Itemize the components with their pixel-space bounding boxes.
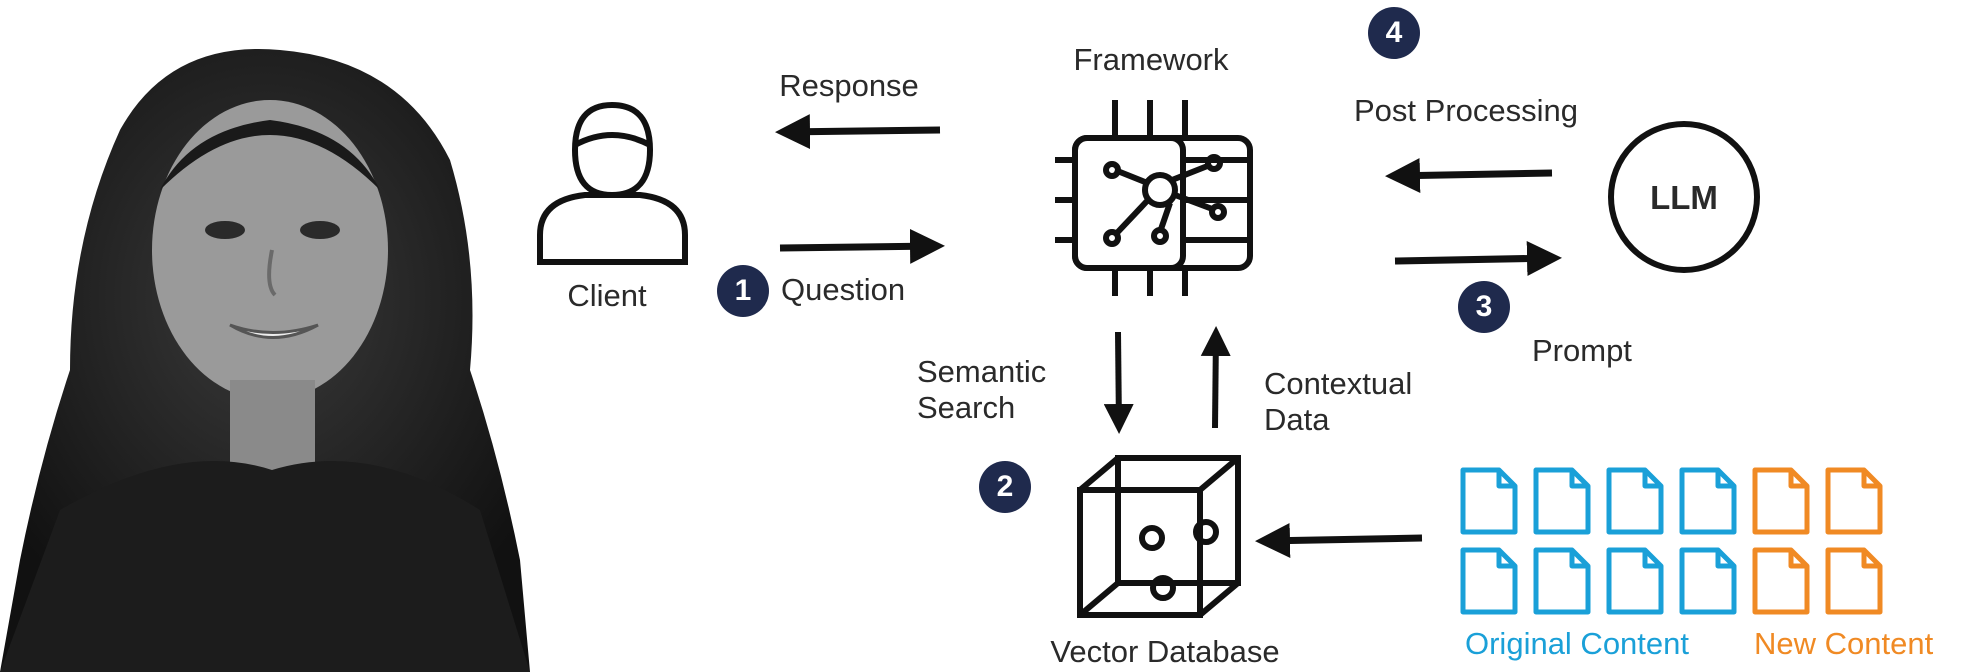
question-label: Question: [781, 272, 906, 307]
document-icon: [1460, 467, 1518, 535]
step-badge-4: 4: [1368, 7, 1420, 59]
original-content-label: Original Content: [1465, 626, 1690, 661]
document-icon: [1679, 547, 1737, 615]
semantic-search-arrow: [1103, 331, 1134, 434]
semantic-search-label: Semantic Search: [917, 354, 1047, 425]
document-icon: [1606, 547, 1664, 615]
document-icon: [1679, 467, 1737, 535]
new-content-label: New Content: [1754, 626, 1934, 661]
documents-grid: [1460, 467, 1883, 615]
document-icon: [1752, 467, 1810, 535]
step-badge-2: 2: [979, 461, 1031, 513]
document-icon: [1533, 547, 1591, 615]
step-badge-1: 1: [717, 265, 769, 317]
prompt-arrow: [1394, 241, 1562, 277]
contextual-data-label: Contextual Data: [1264, 366, 1413, 437]
person-icon: [537, 101, 688, 265]
post-processing-label: Post Processing: [1354, 93, 1578, 128]
llm-label: LLM: [1650, 179, 1718, 216]
document-icon: [1825, 467, 1883, 535]
contextual-data-arrow: [1200, 326, 1231, 429]
framework-label: Framework: [1073, 42, 1229, 77]
document-icon: [1460, 547, 1518, 615]
ingest-arrow: [1255, 522, 1423, 558]
document-icon: [1825, 547, 1883, 615]
client-label: Client: [567, 278, 647, 313]
document-icon: [1533, 467, 1591, 535]
document-icon: [1606, 467, 1664, 535]
vector-database-label: Vector Database: [1050, 634, 1280, 669]
post-processing-arrow: [1385, 157, 1553, 193]
llm-circle-icon: [1608, 121, 1760, 273]
presenter-photo: [0, 49, 530, 672]
step-badge-3: 3: [1458, 281, 1510, 333]
chip-network-icon: [1055, 100, 1253, 296]
cube-database-icon: [1077, 455, 1241, 618]
response-label: Response: [779, 68, 919, 103]
response-arrow: [775, 114, 941, 150]
document-icon: [1752, 547, 1810, 615]
question-arrow: [779, 228, 945, 264]
prompt-label: Prompt: [1532, 333, 1632, 368]
